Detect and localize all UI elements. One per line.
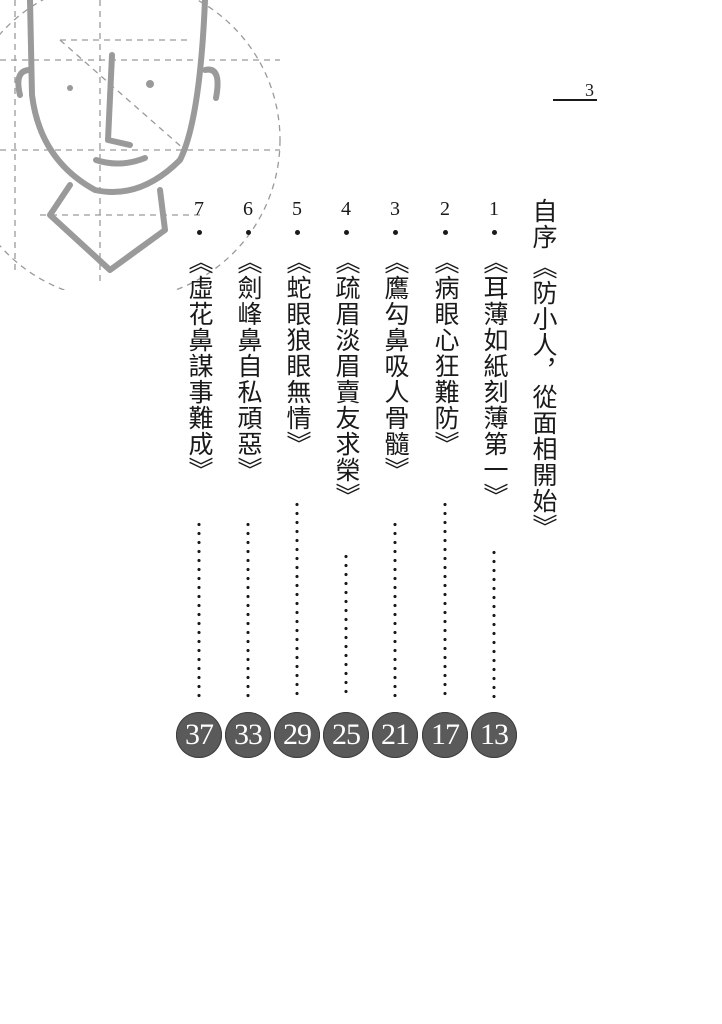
entry-title: 《鷹勾鼻吸人骨髓》	[381, 249, 410, 483]
leader-dots	[344, 552, 348, 698]
toc-entry[interactable]: 6 《劍峰鼻自私頑惡》	[231, 198, 265, 483]
leader-dots	[492, 548, 496, 698]
entry-number: 6	[243, 198, 253, 220]
entry-number-dot	[491, 230, 497, 235]
page-badge[interactable]: 25	[323, 712, 369, 758]
entry-number: 1	[489, 198, 499, 220]
preface-column: 自序 《防小人，從面相開始》	[526, 198, 560, 540]
entry-title: 《病眼心狂難防》	[431, 249, 460, 457]
entry-title: 《疏眉淡眉賣友求榮》	[332, 249, 361, 509]
page-badge[interactable]: 37	[176, 712, 222, 758]
page-number-rule	[553, 99, 597, 101]
leader-dots	[197, 520, 201, 698]
toc-entry[interactable]: 7 《虛花鼻謀事難成》	[182, 198, 216, 483]
entry-number-dot	[442, 230, 448, 235]
page-badge[interactable]: 29	[274, 712, 320, 758]
face-illustration	[0, 0, 281, 290]
entry-number-dot	[392, 230, 398, 235]
toc-entry[interactable]: 4 《疏眉淡眉賣友求榮》	[329, 198, 363, 509]
entry-title: 《劍峰鼻自私頑惡》	[234, 249, 263, 483]
entry-number-dot	[343, 230, 349, 235]
leader-dots	[246, 520, 250, 698]
leader-dots	[443, 500, 447, 698]
entry-number: 5	[292, 198, 302, 220]
toc-entry[interactable]: 1 《耳薄如紙刻薄第一》	[477, 198, 511, 509]
entry-number: 7	[194, 198, 204, 220]
toc-entry[interactable]: 5 《蛇眼狼眼無情》	[280, 198, 314, 457]
entry-title: 《虛花鼻謀事難成》	[185, 249, 214, 483]
preface-label: 自序	[529, 198, 558, 250]
entry-number-dot	[245, 230, 251, 235]
entry-title: 《耳薄如紙刻薄第一》	[480, 249, 509, 509]
page-badge[interactable]: 17	[422, 712, 468, 758]
leader-dots	[393, 520, 397, 698]
toc-entry[interactable]: 2 《病眼心狂難防》	[428, 198, 462, 457]
entry-title: 《蛇眼狼眼無情》	[283, 249, 312, 457]
entry-number-dot	[294, 230, 300, 235]
entry-number: 4	[341, 198, 351, 220]
leader-dots	[295, 500, 299, 698]
toc-entry[interactable]: 3 《鷹勾鼻吸人骨髓》	[378, 198, 412, 483]
page-badge[interactable]: 21	[372, 712, 418, 758]
entry-number-dot	[196, 230, 202, 235]
page-badge[interactable]: 13	[471, 712, 517, 758]
preface-title: 《防小人，從面相開始》	[529, 254, 558, 540]
entry-number: 2	[440, 198, 450, 220]
entry-number: 3	[390, 198, 400, 220]
page-badge[interactable]: 33	[225, 712, 271, 758]
page-number: 3	[585, 80, 594, 100]
